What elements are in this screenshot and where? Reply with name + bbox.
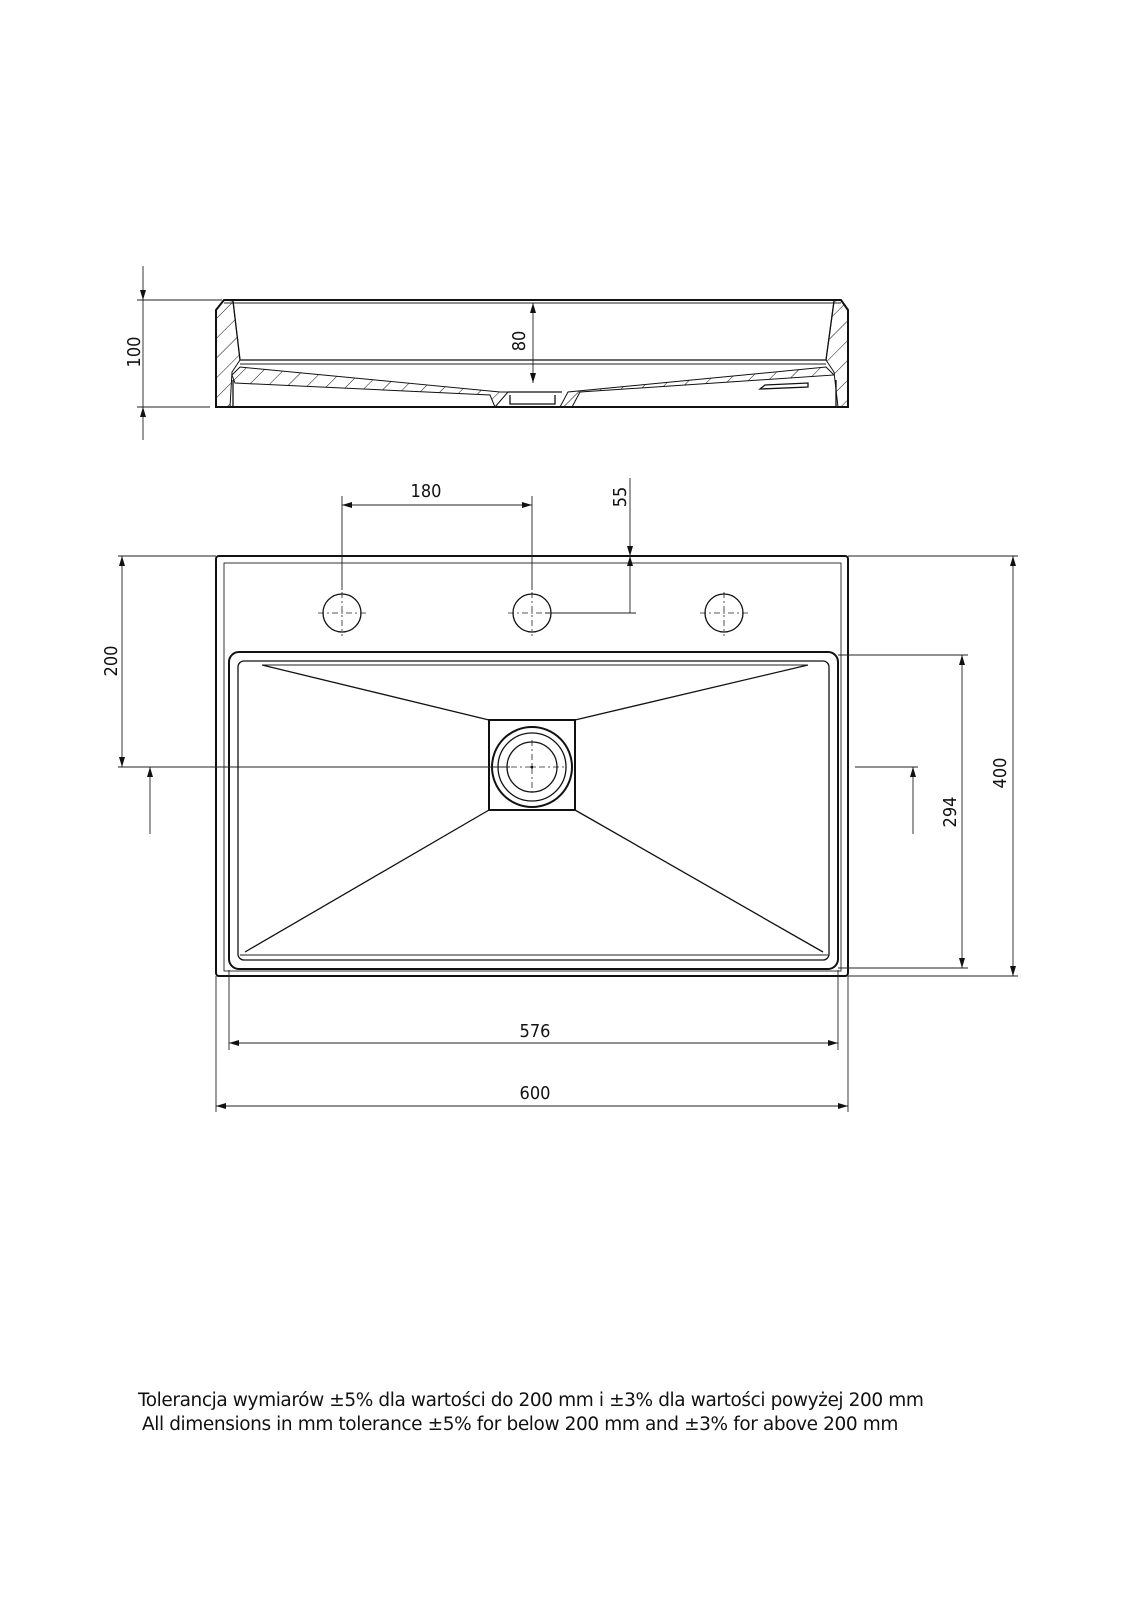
dim-tap-spacing: 180 [411, 481, 442, 502]
dim-overall-height: 100 [124, 337, 145, 368]
dim-inner-depth: 294 [940, 797, 961, 828]
tap-holes [318, 592, 748, 636]
tolerance-note-pl: Tolerancja wymiarów ±5% dla wartości do … [138, 1390, 924, 1411]
side-dimensions: 100 80 [124, 266, 536, 440]
dim-tap-offset: 55 [610, 487, 631, 508]
tolerance-note-en: All dimensions in mm tolerance ±5% for b… [142, 1414, 898, 1435]
dim-overall-width: 600 [520, 1083, 551, 1104]
dim-bowl-depth: 80 [509, 331, 530, 352]
side-view [215, 299, 849, 408]
dim-inner-width: 576 [520, 1021, 551, 1042]
dim-overall-depth: 400 [990, 758, 1011, 789]
drain-housing [488, 719, 576, 811]
top-view [215, 555, 849, 977]
top-dimensions: 180 55 200 294 400 576 600 [101, 478, 1018, 1112]
dim-drain-offset: 200 [101, 646, 122, 677]
